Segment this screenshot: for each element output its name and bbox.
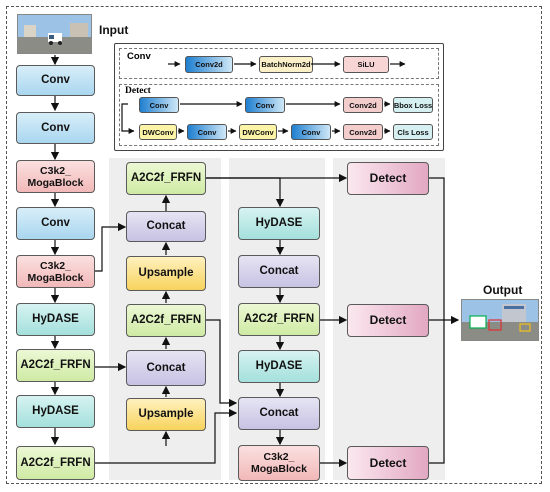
backbone-a2c2f-frfn-1: A2C2f_FRFN bbox=[16, 349, 95, 382]
input-label: Input bbox=[99, 23, 129, 37]
legend-detect-conv-3: Conv bbox=[187, 124, 227, 140]
input-image bbox=[17, 14, 92, 54]
backbone-hydase-1: HyDASE bbox=[16, 303, 95, 336]
detect-head-top: Detect bbox=[347, 162, 429, 195]
neck-a2c2f-frfn-mid: A2C2f_FRFN bbox=[126, 304, 206, 337]
legend-detect-conv-4: Conv bbox=[291, 124, 331, 140]
pan-concat-bottom: Concat bbox=[238, 397, 320, 430]
backbone-hydase-2: HyDASE bbox=[16, 395, 95, 428]
pan-hydase-bottom: HyDASE bbox=[238, 350, 320, 383]
neck-upsample-bottom: Upsample bbox=[126, 398, 206, 431]
legend-dwconv-1: DWConv bbox=[139, 124, 177, 140]
pan-concat-top: Concat bbox=[238, 255, 320, 288]
backbone-c3k2-mogablock-2: C3k2_ MogaBlock bbox=[16, 255, 95, 288]
legend-dwconv-2: DWConv bbox=[239, 124, 277, 140]
backbone-conv-2: Conv bbox=[16, 112, 95, 144]
conv-definition-box bbox=[119, 48, 439, 79]
pan-c3k2-mogablock: C3k2_ MogaBlock bbox=[238, 445, 320, 481]
output-image bbox=[461, 299, 539, 341]
legend-detect-conv2d-2: Conv2d bbox=[343, 124, 383, 140]
detect-definition-box bbox=[119, 84, 439, 146]
neck-concat-bottom: Concat bbox=[126, 350, 206, 386]
backbone-c3k2-mogablock-1: C3k2_ MogaBlock bbox=[16, 160, 95, 193]
legend-detect-conv2d-1: Conv2d bbox=[343, 97, 383, 113]
backbone-conv-1: Conv bbox=[16, 65, 95, 96]
backbone-conv-3: Conv bbox=[16, 207, 95, 240]
detect-head-middle: Detect bbox=[347, 304, 429, 337]
detect-definition-title: Detect bbox=[125, 86, 151, 96]
legend-bbox-loss: Bbox Loss bbox=[393, 97, 433, 113]
legend-conv2d: Conv2d bbox=[185, 56, 233, 73]
pan-a2c2f-frfn: A2C2f_FRFN bbox=[238, 303, 320, 336]
legend-detect-conv-2: Conv bbox=[245, 97, 285, 113]
neck-concat-top: Concat bbox=[126, 211, 206, 242]
conv-definition-title: Conv bbox=[127, 51, 151, 62]
neck-upsample-top: Upsample bbox=[126, 256, 206, 291]
legend-panel: Conv Conv2d BatchNorm2d SiLU Detect Conv… bbox=[114, 43, 444, 151]
legend-detect-conv-1: Conv bbox=[139, 97, 179, 113]
detect-head-bottom: Detect bbox=[347, 446, 429, 480]
neck-a2c2f-frfn-top: A2C2f_FRFN bbox=[126, 162, 206, 195]
backbone-a2c2f-frfn-2: A2C2f_FRFN bbox=[16, 446, 95, 480]
pan-hydase-top: HyDASE bbox=[238, 207, 320, 240]
legend-silu: SiLU bbox=[343, 56, 389, 73]
output-label: Output bbox=[483, 283, 523, 297]
legend-cls-loss: Cls Loss bbox=[393, 124, 433, 140]
